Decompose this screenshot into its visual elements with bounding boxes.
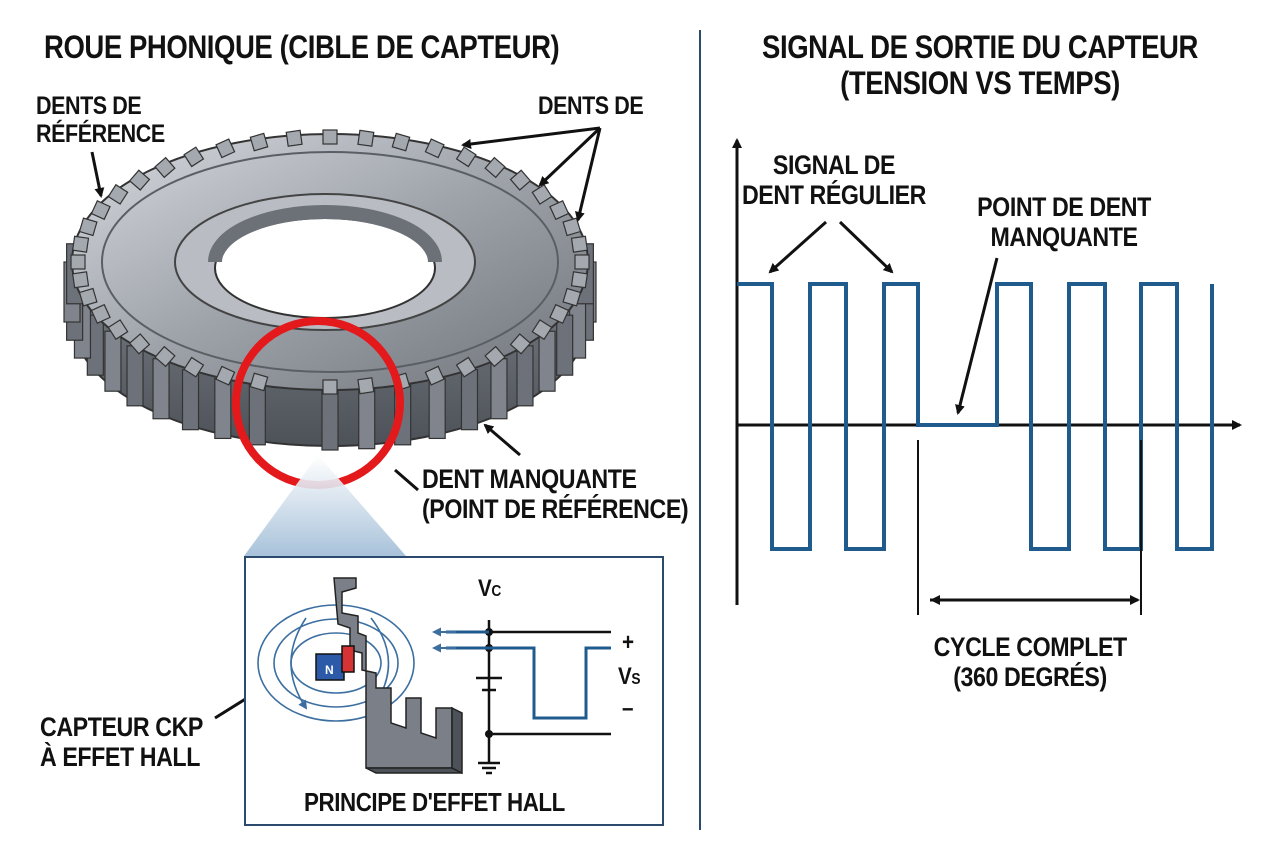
teeth-label: DENTS DE: [538, 92, 644, 120]
signal-waveform: [737, 282, 1214, 551]
wheel-tooth: [285, 129, 303, 147]
wheel-tooth: [424, 138, 445, 159]
wheel-tooth: [531, 319, 553, 341]
hall-effect-drawing: N: [257, 577, 611, 775]
wheel-tooth-side: [181, 369, 200, 431]
vs-label: VS: [618, 663, 641, 690]
output-pulse: [446, 630, 611, 720]
wheel-tooth: [90, 200, 111, 221]
wheel-tooth: [570, 271, 589, 289]
missing-point-label: POINT DE DENT MANQUANTE: [977, 192, 1151, 253]
wheel-tooth: [484, 345, 506, 368]
wheel-tooth: [357, 129, 375, 147]
wheel-tooth: [424, 365, 445, 386]
wheel-tooth: [357, 377, 375, 395]
wheel-tooth: [183, 146, 205, 168]
wheel-tooth-side: [490, 358, 508, 420]
wheel-tooth: [562, 287, 582, 307]
missing-tooth-label: DENT MANQUANTE (POINT DE RÉFÉRENCE): [422, 464, 689, 525]
minus-sign: –: [622, 695, 634, 722]
reference-teeth-label: DENTS DE RÉFÉRENCE: [36, 92, 165, 148]
wheel-tooth-side: [126, 345, 144, 407]
wheel-tooth-side: [248, 384, 266, 446]
wheel-tooth: [78, 287, 98, 307]
wheel-tooth: [322, 379, 338, 395]
wheel-tooth: [215, 365, 236, 386]
wheel-tooth: [484, 156, 506, 179]
zoom-beam: [244, 455, 406, 556]
signal-plot: [732, 138, 1242, 615]
wheel-tooth: [107, 183, 129, 205]
full-cycle-label: CYCLE COMPLET (360 DEGRÉS): [933, 632, 1128, 693]
reluctor-teeth: [333, 577, 463, 775]
inset-title: PRINCIPE D'EFFET HALL: [304, 787, 565, 817]
wheel-tooth-side: [516, 345, 534, 407]
wheel-tooth: [570, 235, 589, 253]
wheel-tooth: [215, 138, 236, 159]
wheel-tooth-side: [460, 369, 479, 431]
wheel-tooth-side: [214, 377, 232, 440]
panel-divider: [699, 30, 701, 830]
wheel-tooth-side: [428, 377, 446, 440]
wheel-tooth: [549, 200, 570, 221]
wheel-tooth: [70, 254, 86, 270]
regular-signal-label: SIGNAL DE DENT RÉGULIER: [741, 150, 927, 211]
wheel-tooth: [78, 217, 98, 237]
magnet-n-label: N: [325, 663, 334, 677]
wheel-tooth: [509, 333, 532, 355]
wheel-tooth: [549, 303, 570, 324]
wheel-tooth: [183, 356, 205, 378]
wheel-tooth-side: [321, 389, 339, 451]
wheel-tooth: [128, 169, 151, 191]
wheel-tooth: [128, 333, 151, 355]
left-panel-title: ROUE PHONIQUE (CIBLE DE CAPTEUR): [44, 29, 560, 65]
wheel-tooth: [322, 129, 338, 145]
wheel-tooth: [455, 356, 477, 378]
hall-sensor-label: CAPTEUR CKP À EFFET HALL: [40, 712, 203, 773]
wheel-tooth-side: [152, 358, 170, 420]
regular-arrow-right: [838, 220, 894, 274]
wheel-tooth: [71, 271, 90, 289]
wheel-tooth: [249, 132, 269, 152]
wheel-tooth: [71, 235, 90, 253]
missing-point-arrow: [955, 257, 999, 415]
wheel-tooth: [562, 217, 582, 237]
wheel-tooth: [154, 345, 176, 368]
plus-sign: +: [622, 629, 634, 656]
regular-arrow-left: [768, 220, 827, 274]
wheel-tooth: [509, 169, 532, 191]
wheel-top-teeth: [70, 129, 590, 395]
wheel-tooth: [90, 303, 111, 324]
wheel-tooth-side: [556, 314, 574, 376]
vc-label: VC: [478, 575, 501, 602]
wheel-tooth: [249, 372, 269, 392]
tone-wheel: [63, 129, 597, 451]
wheel-tooth: [455, 146, 477, 168]
right-panel-title: SIGNAL DE SORTIE DU CAPTEUR (TENSION VS …: [762, 29, 1198, 101]
wheel-tooth: [574, 254, 590, 270]
wheel-tooth: [391, 132, 411, 152]
wheel-tooth: [531, 183, 553, 205]
wheel-tooth: [154, 156, 176, 179]
wheel-tooth: [107, 319, 129, 341]
wheel-tooth-side: [358, 388, 376, 450]
hall-effect-inset: N VC + VS – PRINCIPE D'EFFET HALL: [244, 556, 664, 826]
wheel-tooth-side: [538, 330, 556, 392]
wheel-tooth-side: [104, 330, 122, 392]
